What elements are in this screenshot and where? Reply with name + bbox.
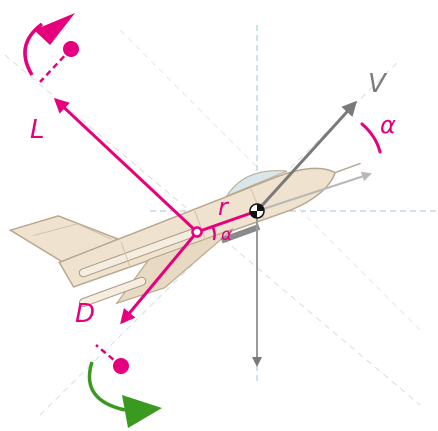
velocity-label: V	[368, 69, 388, 99]
alpha-label-center: α	[221, 225, 232, 245]
center-of-pressure-marker	[191, 226, 203, 238]
alpha-arc-top	[360, 122, 382, 154]
lift-vector	[53, 97, 199, 234]
radius-label: r	[218, 193, 230, 221]
velocity-vector	[255, 100, 358, 213]
lift-label: L	[30, 115, 45, 145]
drag-vector	[120, 231, 199, 325]
center-of-gravity-icon	[249, 203, 265, 219]
pitch-down-moment-icon	[87, 344, 162, 428]
drag-label: D	[75, 299, 95, 329]
aircraft-icon	[8, 162, 361, 308]
alpha-label-top: α	[380, 111, 396, 139]
nose-probe	[334, 162, 361, 174]
diagonal-guide-1	[4, 54, 421, 406]
pitch-up-moment-icon	[23, 13, 79, 83]
alpha-arc-center	[210, 225, 216, 241]
store-2	[78, 276, 147, 308]
flight-path-arrow	[256, 171, 372, 212]
moment-arm	[196, 209, 258, 234]
canopy	[225, 170, 287, 198]
